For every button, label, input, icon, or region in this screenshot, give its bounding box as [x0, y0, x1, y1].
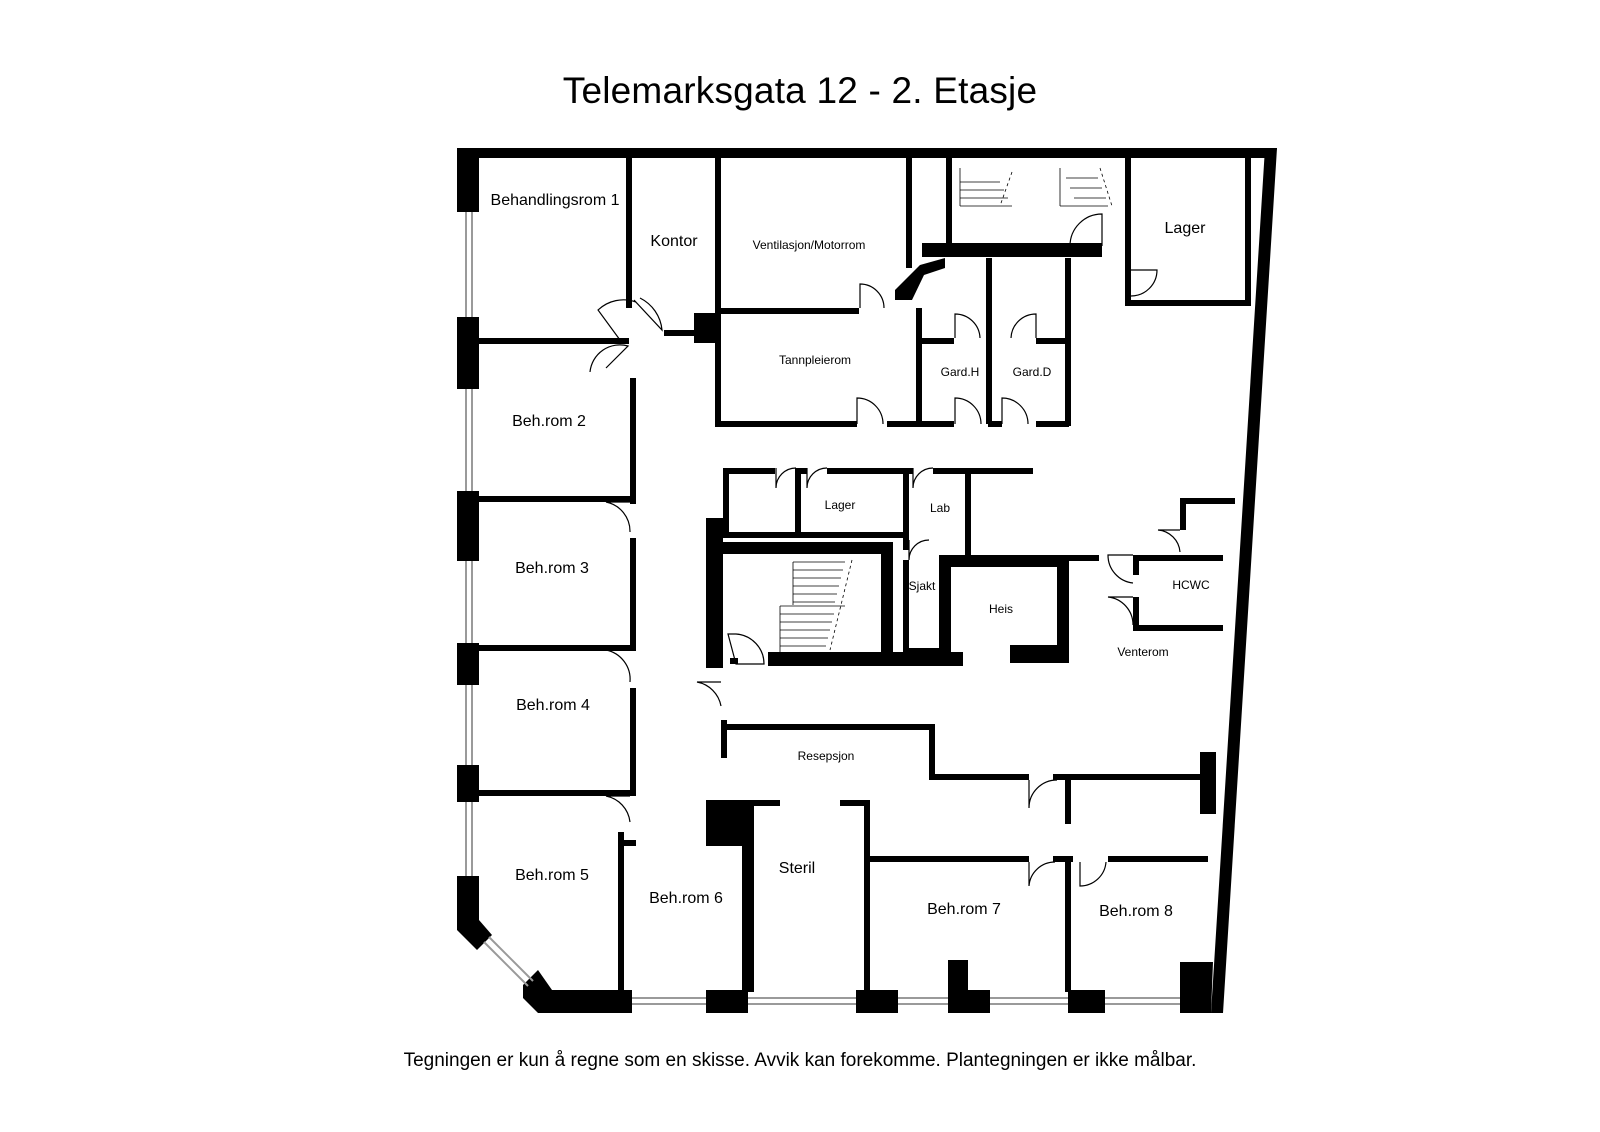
left-pillar-4: [457, 765, 479, 802]
room-label-steril: Steril: [779, 860, 815, 877]
bottom-pillar-2: [706, 990, 748, 1013]
room-label-beh-rom-8: Beh.rom 8: [1099, 903, 1173, 920]
bottom-pillar-4b: [948, 990, 990, 1013]
room-label-venterom: Venterom: [1117, 645, 1168, 659]
room-label-sjakt: Sjakt: [909, 579, 936, 593]
stairs: [779, 167, 1113, 652]
room-label-ventilasjon: Ventilasjon/Motorrom: [753, 238, 866, 252]
left-pillar-5: [457, 876, 492, 950]
bottom-pillar-3: [856, 990, 898, 1013]
room-label-beh-rom-7: Beh.rom 7: [927, 901, 1001, 918]
room-label-beh-rom-6: Beh.rom 6: [649, 890, 723, 907]
bottom-wall-1: [538, 990, 632, 1013]
interior-walls: [479, 158, 1251, 994]
top-wall: [457, 148, 1277, 158]
windows: [465, 212, 1180, 1005]
room-label-hcwc: HCWC: [1172, 578, 1210, 592]
room-label-gard-d: Gard.D: [1013, 365, 1052, 379]
room-label-behandlingsrom-1: Behandlingsrom 1: [491, 192, 620, 209]
left-pillar-1: [457, 317, 479, 389]
room-labels: Behandlingsrom 1 Kontor Ventilasjon/Moto…: [491, 192, 1210, 920]
bottom-right-corner: [1180, 962, 1213, 1013]
room-label-resepsjon: Resepsjon: [798, 749, 855, 763]
room-label-lager-mid: Lager: [825, 498, 856, 512]
disclaimer-text: Tegningen er kun å regne som en skisse. …: [403, 1050, 1197, 1071]
room-label-beh-rom-2: Beh.rom 2: [512, 413, 586, 430]
room-label-kontor: Kontor: [650, 233, 698, 250]
exterior-walls: [457, 148, 1277, 1013]
right-wall: [1211, 148, 1277, 1013]
top-left-corner-pillar: [457, 148, 479, 212]
room-label-beh-rom-4: Beh.rom 4: [516, 697, 590, 714]
left-pillar-2: [457, 491, 479, 561]
room-label-beh-rom-5: Beh.rom 5: [515, 867, 589, 884]
left-pillar-3: [457, 643, 479, 685]
room-label-tannpleierom: Tannpleierom: [779, 353, 851, 367]
page-title: Telemarksgata 12 - 2. Etasje: [562, 70, 1038, 111]
bottom-pillar-5: [1068, 990, 1105, 1013]
room-label-heis: Heis: [989, 602, 1013, 616]
room-label-beh-rom-3: Beh.rom 3: [515, 560, 589, 577]
room-label-lager-top: Lager: [1165, 220, 1207, 237]
room-label-gard-h: Gard.H: [941, 365, 980, 379]
door-swings: [589, 213, 1181, 887]
right-pillar: [1200, 752, 1216, 814]
room-label-lab: Lab: [930, 501, 950, 515]
